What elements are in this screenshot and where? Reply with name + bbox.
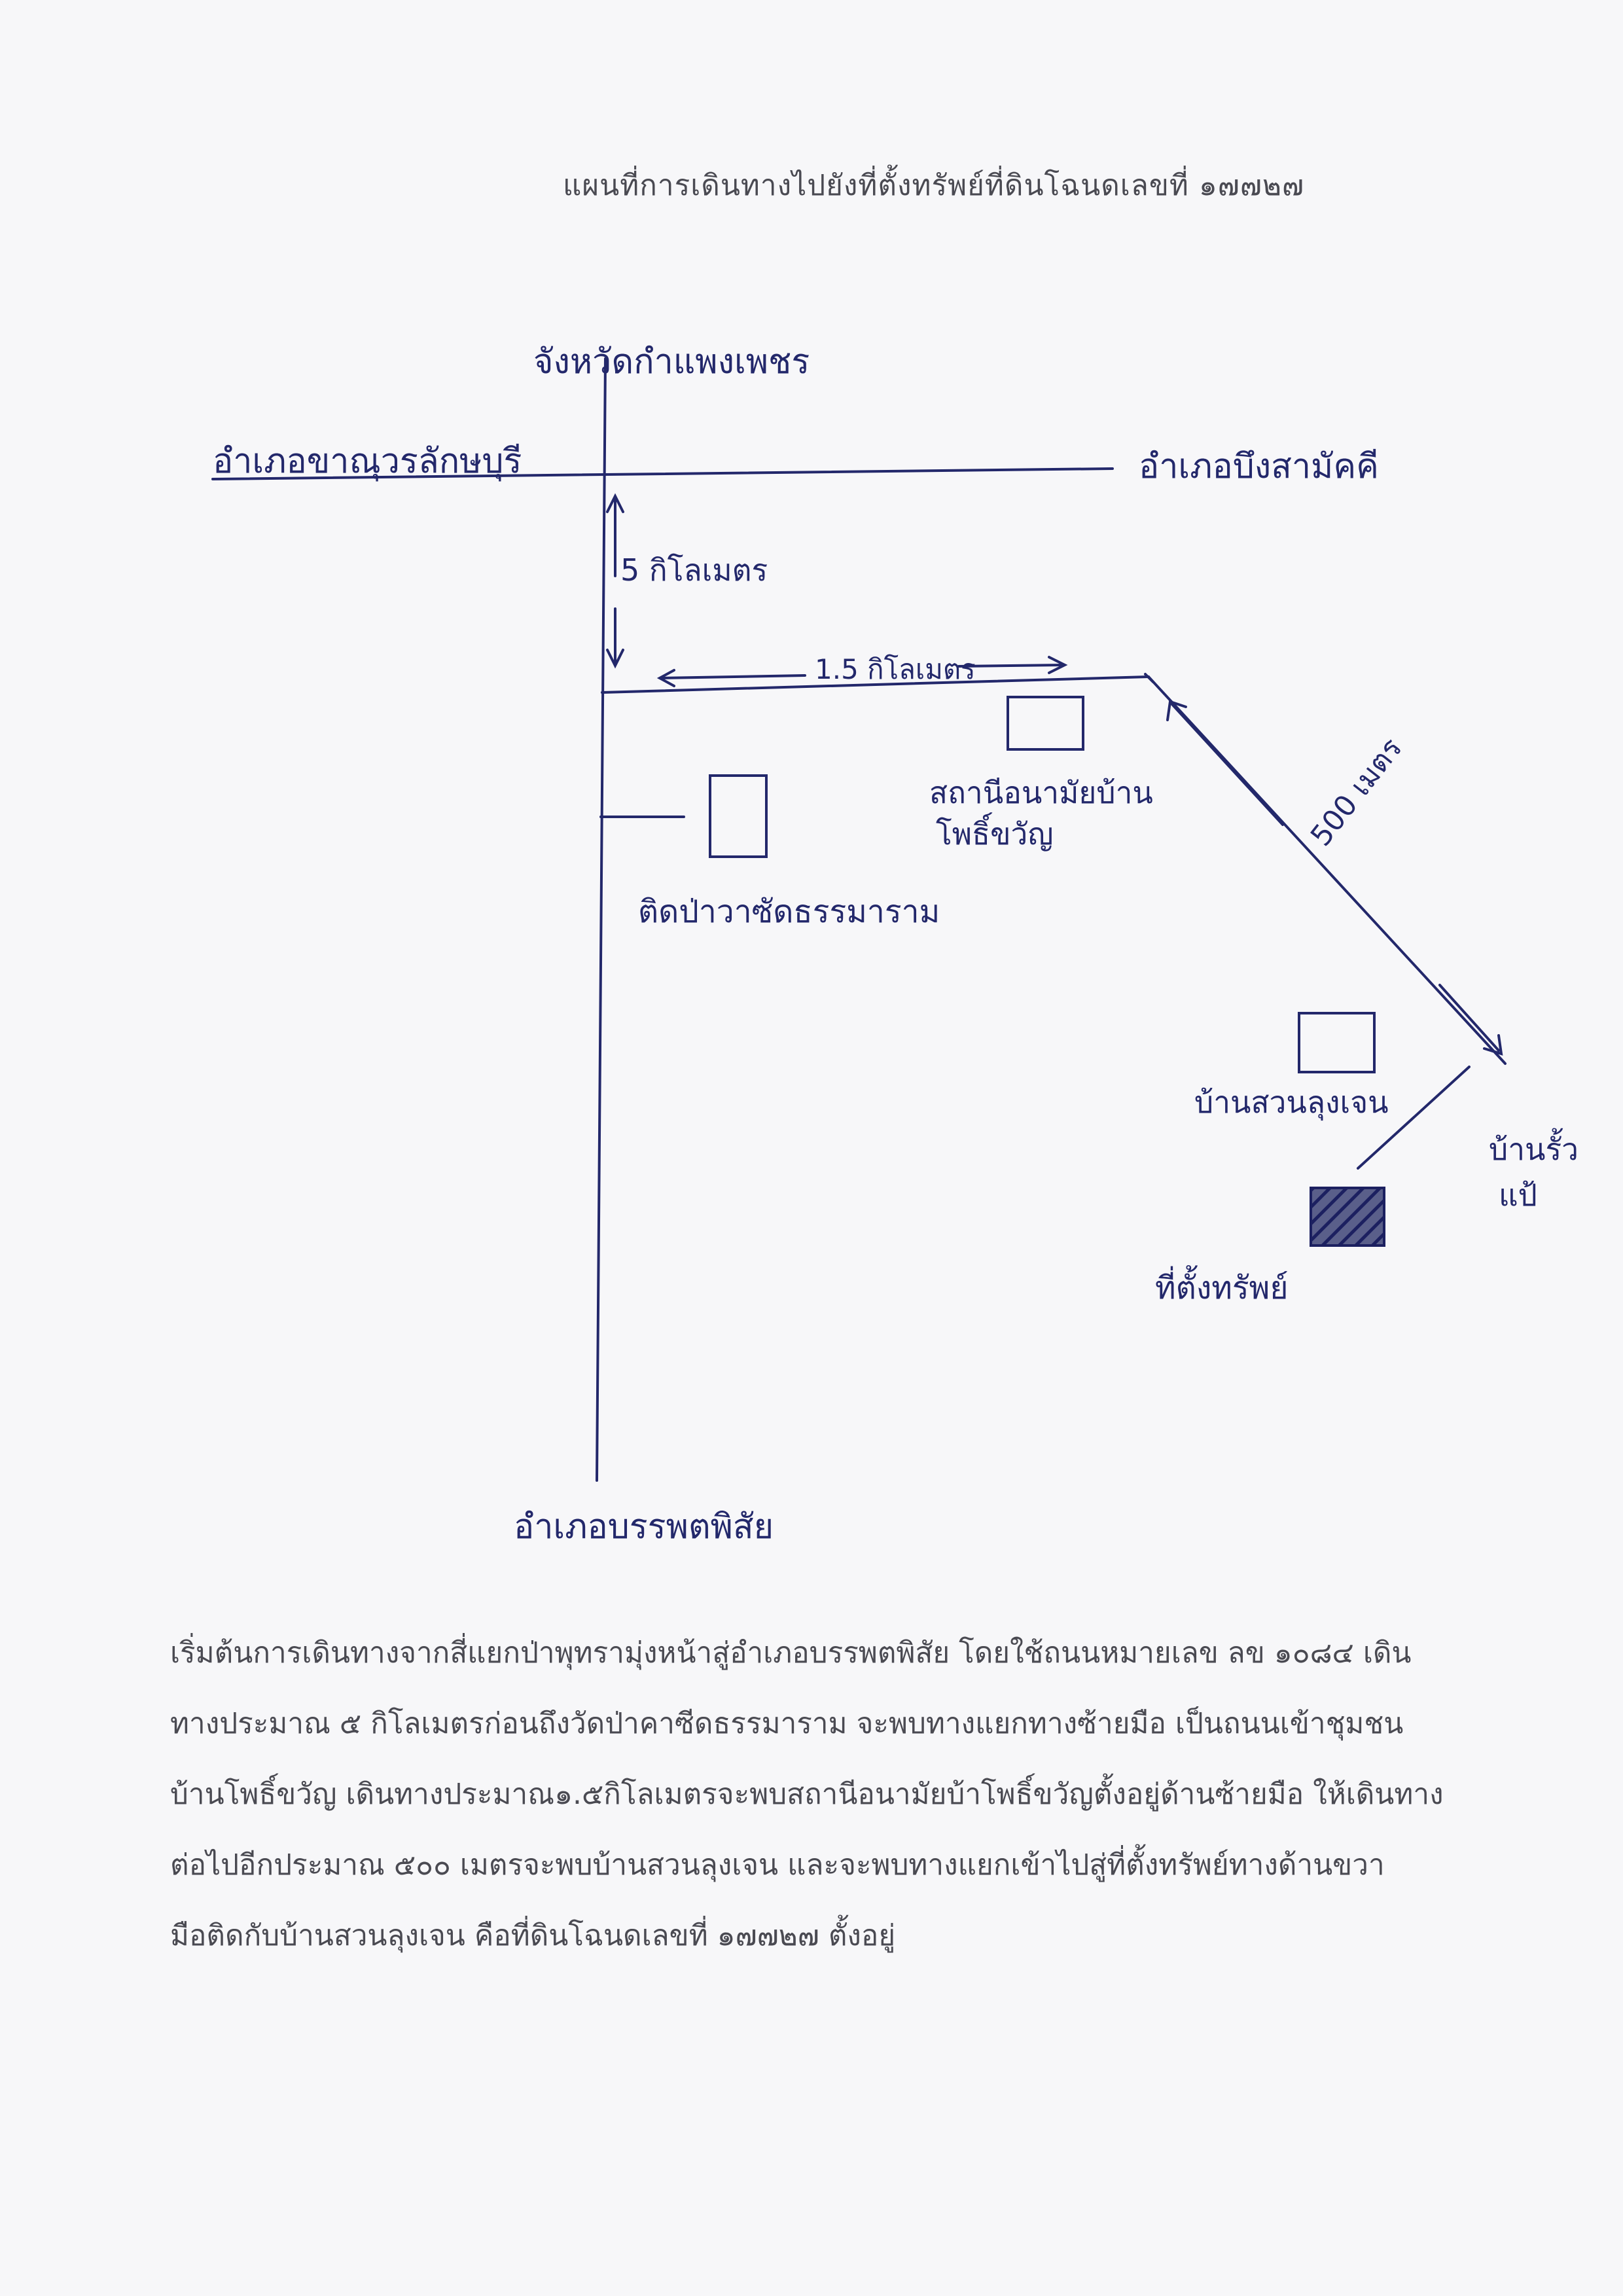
label-fence-line1: บ้านรั้ว [1489, 1132, 1579, 1167]
diagonal-arrowhead-upper [1166, 700, 1187, 721]
description-line: มือติดกับบ้านสวนลุงเจน คือที่ดินโฉนดเลขท… [170, 1919, 896, 1952]
diagonal-arrowhead-lower [1483, 1034, 1503, 1056]
label-distance-5km: 5 กิโลเมตร [620, 552, 768, 588]
label-west-district: อำเภอขาณุวรลักษบุรี [213, 442, 522, 481]
description-line: เริ่มต้นการเดินทางจากสี่แยกป่าพุทรามุ่งห… [170, 1636, 1412, 1670]
label-health-station-line1: สถานีอนามัยบ้าน [929, 775, 1153, 810]
junction-tick [1144, 673, 1154, 683]
property-plot [1310, 1187, 1385, 1247]
label-north-province: จังหวัดกำแพงเพชร [533, 342, 810, 382]
diagonal-distance-arrow-lower [1438, 984, 1500, 1052]
horizontal-arrowhead-left [656, 669, 675, 687]
property-access-road [1357, 1066, 1471, 1170]
branch-road-east [601, 675, 1150, 694]
main-road-north-south [596, 357, 607, 1482]
map-title: แผนที่การเดินทางไปยังที่ตั้งทรัพย์ที่ดิน… [563, 169, 1305, 202]
label-south-district: อำเภอบรรพตพิสัย [514, 1507, 774, 1547]
description-line: บ้านโพธิ์ขวัญ เดินทางประมาณ๑.๕กิโลเมตรจะ… [170, 1778, 1444, 1811]
label-east-district: อำเภอบึงสามัคคี [1139, 447, 1379, 486]
label-temple: ติดป่าวาซัดธรรมาราม [638, 893, 940, 930]
horizontal-distance-arrow-left [660, 674, 806, 679]
label-property: ที่ตั้งทรัพย์ [1155, 1270, 1289, 1306]
description-line: ทางประมาณ ๕ กิโลเมตรก่อนถึงวัดป่าคาซีดธร… [170, 1707, 1404, 1740]
diagonal-distance-arrow-upper [1170, 702, 1284, 826]
route-description: เริ่มต้นการเดินทางจากสี่แยกป่าพุทรามุ่งห… [170, 1618, 1479, 1971]
vertical-arrowhead-up [606, 493, 624, 513]
house-building [1298, 1012, 1376, 1073]
health-station-building [1007, 696, 1084, 751]
temple-building [709, 774, 768, 858]
diagonal-road [1147, 675, 1507, 1065]
horizontal-arrowhead-right [1048, 656, 1068, 674]
main-road-east-west [211, 467, 1114, 480]
vertical-arrowhead-down [606, 649, 624, 669]
label-house: บ้านสวนลุงเจน [1194, 1085, 1389, 1120]
description-line: ต่อไปอีกประมาณ ๕๐๐ เมตรจะพบบ้านสวนลุงเจน… [170, 1848, 1385, 1882]
horizontal-distance-arrow-right [957, 664, 1065, 668]
label-distance-1-5km: 1.5 กิโลเมตร [815, 653, 976, 685]
label-fence-line2: แป้ [1499, 1177, 1537, 1213]
label-health-station-line2: โพธิ์ขวัญ [936, 816, 1054, 852]
